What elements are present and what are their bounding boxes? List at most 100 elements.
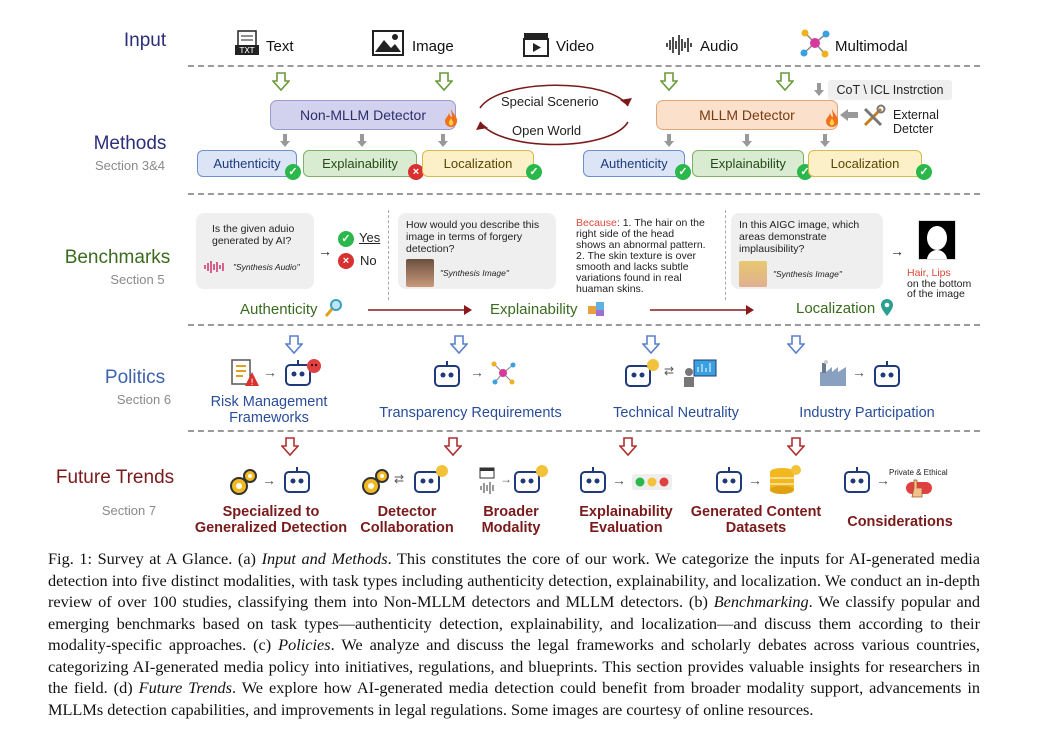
question-line: How would you describe this	[406, 219, 540, 231]
arrow-right-icon: →	[318, 243, 332, 259]
mllm-detector-box: MLLM Detector	[656, 100, 838, 130]
image-icon	[372, 30, 404, 56]
future-collaboration-label: Detector Collaboration	[352, 504, 462, 536]
arrow-right-line	[368, 303, 473, 322]
rating-faces-icon	[632, 474, 672, 495]
text-icon: TXT	[235, 30, 261, 58]
label-line: Generalized Detection	[194, 520, 348, 536]
answer-line: shows an abnormal pattern.	[576, 239, 706, 251]
label-line: Modality	[481, 520, 541, 536]
label-line: Datasets	[725, 520, 787, 536]
angry-robot-icon	[282, 358, 322, 393]
arrows-exchange-icon: ⇄	[664, 364, 675, 378]
tools-icon	[862, 104, 886, 133]
robot-icon	[714, 466, 746, 499]
bench-authenticity-label: Authenticity	[240, 301, 318, 318]
task-authenticity-left: Authenticity	[197, 150, 297, 177]
svg-text:TXT: TXT	[238, 46, 254, 55]
magnifier-icon	[324, 298, 344, 323]
database-icon	[768, 464, 804, 501]
politics-industry-label: Industry Participation	[799, 405, 935, 421]
synthesis-image-label: "Synthesis Image"	[440, 268, 509, 278]
input-audio-label: Audio	[700, 38, 739, 55]
happy-robot-icon	[624, 358, 664, 393]
future-modality-label: Broader Modality	[470, 504, 552, 536]
answer-line: smooth and lacks subtle	[576, 261, 689, 273]
presenter-icon	[682, 358, 718, 393]
localization-answer: Hair, Lips on the bottom of the image	[907, 268, 971, 300]
arrow-right-icon: →	[852, 364, 866, 380]
bench-localization-label: Localization	[796, 300, 876, 317]
question-line: In this AIGC image, which	[739, 219, 860, 231]
arrow-down-icon	[742, 134, 752, 153]
question-line: detection?	[406, 243, 455, 255]
section-subtitle: Section 7	[101, 503, 157, 518]
arrow-down-icon	[434, 72, 454, 97]
future-datasets-label: Generated Content Datasets	[686, 504, 826, 536]
section-title: Politics	[104, 367, 166, 388]
arrow-right-icon: →	[263, 364, 277, 380]
mask-image	[918, 220, 956, 260]
robot-icon	[872, 360, 904, 393]
answer-line: right side of the head	[576, 228, 675, 240]
arrow-down-icon	[271, 72, 291, 97]
answer-hair-lips: Hair, Lips	[907, 267, 951, 279]
section-subtitle: Section 5	[110, 272, 165, 287]
label-line: Generated Content	[690, 504, 822, 520]
section-title: Future Trends	[55, 467, 175, 488]
label-line: Broader	[483, 504, 539, 520]
arrow-down-icon	[284, 335, 304, 360]
section-politics: Politics Section 6	[85, 367, 185, 407]
input-multimodal-label: Multimodal	[835, 38, 908, 55]
task-authenticity-right: Authenticity	[583, 150, 685, 177]
multimodal-icon	[800, 28, 830, 58]
happy-robot-icon	[512, 464, 552, 499]
checklist-warning-icon: !	[230, 358, 260, 393]
puzzle-icon	[586, 298, 606, 323]
politics-tech-label: Technical Neutrality	[613, 405, 739, 421]
caption-a-italic: Input and Methods	[261, 549, 388, 568]
waveform-icon	[204, 261, 224, 273]
arrow-down-icon	[443, 437, 463, 462]
label-line: Frameworks	[229, 410, 309, 426]
arrow-down-icon	[357, 134, 367, 153]
open-world-label: Open World	[512, 123, 582, 138]
caption-c: . We analyze and discuss the legal frame…	[48, 635, 980, 697]
section-future: Future Trends Section 7	[45, 467, 185, 518]
answer-line: on the bottom	[907, 277, 972, 290]
section-benchmarks: Benchmarks Section 5	[55, 247, 180, 287]
arrow-right-icon: →	[890, 243, 904, 259]
task-localization-left: Localization	[422, 150, 534, 177]
separator	[188, 430, 980, 432]
future-specialized-label: Specialized to Generalized Detection	[186, 504, 356, 536]
section-subtitle: Section 3&4	[94, 158, 166, 173]
answer-line: variations found in real	[576, 272, 682, 284]
media-icons	[478, 466, 502, 499]
video-icon	[522, 30, 550, 58]
input-video-label: Video	[556, 38, 595, 55]
label-line: Collaboration	[360, 520, 454, 536]
check-icon: ✓	[916, 164, 932, 180]
vertical-dashed-separator	[388, 210, 389, 300]
caption-c-italic: Policies	[278, 635, 331, 654]
arrow-left-icon	[840, 108, 858, 126]
check-icon: ✓	[526, 164, 542, 180]
arrow-right-icon: →	[262, 472, 276, 488]
arrow-right-icon: →	[470, 364, 484, 380]
politics-risk-label: Risk Management Frameworks	[196, 394, 342, 426]
arrow-down-icon	[820, 134, 830, 153]
external-line-1: External	[893, 108, 939, 122]
arrow-down-icon	[786, 335, 806, 360]
question-line: areas demonstrate	[739, 231, 827, 243]
answer-line: of the image	[907, 288, 965, 300]
arrow-down-icon	[814, 83, 824, 102]
explanation-answer: Because: 1. The hair on the right side o…	[576, 218, 726, 295]
check-icon: ✓	[675, 164, 691, 180]
section-title: Input	[123, 30, 167, 51]
benchmark-card-localize: In this AIGC image, which areas demonstr…	[731, 213, 883, 289]
synthesis-audio-label: "Synthesis Audio"	[233, 262, 300, 272]
network-icon	[490, 360, 516, 391]
label-line: Explainability	[579, 504, 673, 520]
caption-d-italic: Future Trends	[138, 678, 233, 697]
task-explainability-left: Explainability	[303, 150, 417, 177]
